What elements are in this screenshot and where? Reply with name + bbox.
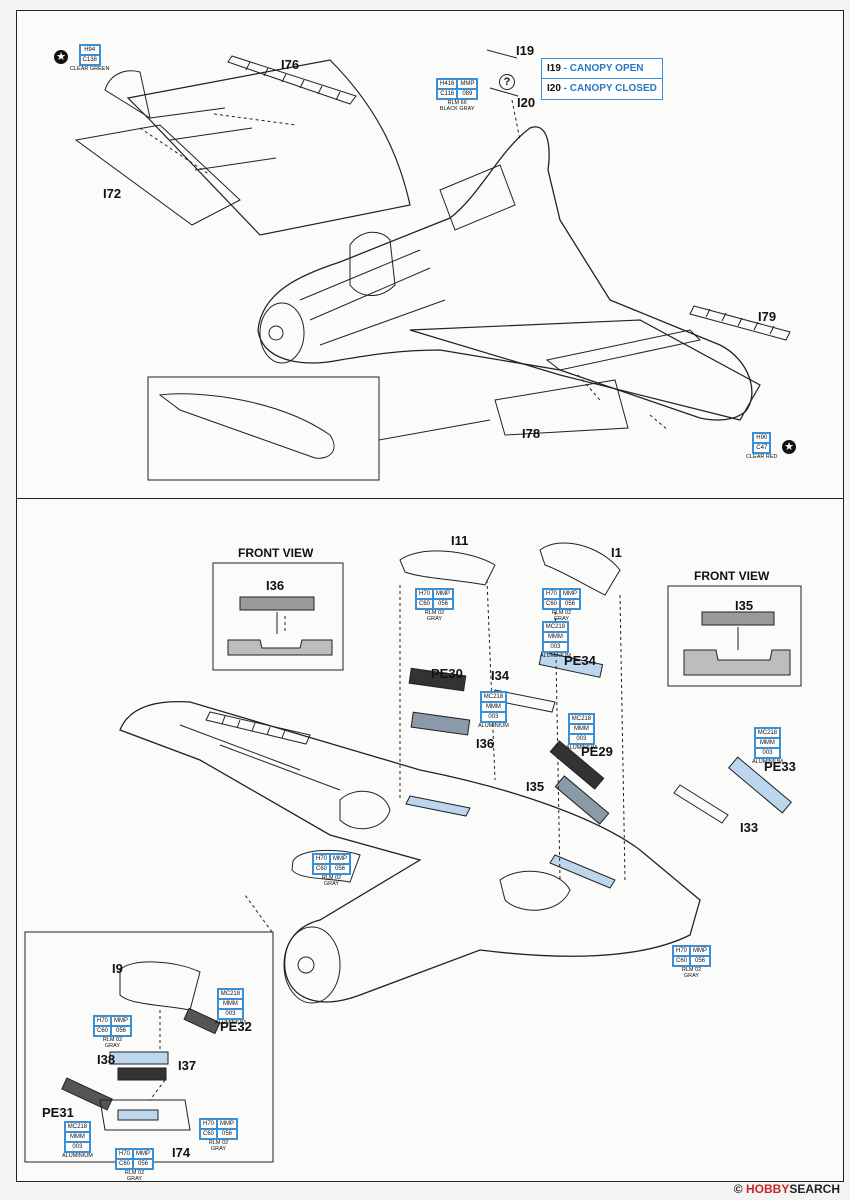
paint-callout-rlm66: H416 MMP C116 089 RLM 66 BLACK GRAY	[436, 78, 479, 113]
part-label-I79: I79	[758, 309, 777, 324]
part-label-PE33: PE33	[764, 759, 796, 774]
paint-callout-alu-pe32: MC218 MMM 003 ALUMINIUM	[215, 988, 246, 1026]
part-label-I35-front: I35	[735, 598, 754, 613]
part-label-I37: I37	[178, 1058, 197, 1073]
section-divider	[16, 498, 844, 499]
star-marking-icon: ★	[782, 440, 796, 454]
part-label-I19: I19	[516, 43, 535, 58]
part-label-I78: I78	[522, 426, 541, 441]
part-label-I38: I38	[97, 1052, 116, 1067]
paint-callout-clear-red: H90 C47 CLEAR RED	[746, 432, 777, 460]
part-label-I1: I1	[611, 545, 622, 560]
paint-code-c: C116	[437, 89, 458, 99]
part-label-I36: I36	[476, 736, 495, 751]
part-label-I33: I33	[740, 820, 759, 835]
paint-callout-alu-pe29: MC218 MMM 003 ALUMINIUM	[566, 713, 597, 751]
part-label-I20: I20	[517, 95, 536, 110]
part-label-PE32: PE32	[220, 1019, 252, 1034]
paint-code-c: C138	[79, 55, 100, 65]
paint-code-h: H94	[79, 45, 100, 55]
paint-name-1: RLM 66	[447, 100, 467, 106]
paint-code-num: 089	[457, 89, 478, 99]
part-label-I34: I34	[491, 668, 510, 683]
part-label-I36-front: I36	[266, 578, 285, 593]
paint-name: CLEAR GREEN	[70, 66, 110, 72]
copyright-symbol: ©	[733, 1182, 743, 1196]
part-label-PE34: PE34	[564, 653, 596, 668]
part-label-PE30: PE30	[431, 666, 463, 681]
paint-callout-alu-pe30: MC218 MMM 003 ALUMINIUM	[478, 691, 509, 729]
paint-name: CLEAR RED	[746, 454, 778, 460]
part-label-PE29: PE29	[581, 744, 613, 759]
paint-code-h: H416	[437, 79, 458, 89]
watermark-rest: SEARCH	[789, 1182, 840, 1196]
front-view-title-right: FRONT VIEW	[694, 569, 770, 583]
paint-code-h: H90	[753, 433, 771, 443]
front-view-title-left: FRONT VIEW	[238, 546, 314, 560]
part-label-I11: I11	[451, 533, 469, 548]
question-mark-icon: ?	[499, 74, 515, 90]
part-label-I72: I72	[103, 186, 122, 201]
paint-callout-alu-pe34: MC218 MMM 003 ALUMINIUM	[540, 621, 571, 659]
part-label-I9: I9	[112, 961, 123, 976]
paint-callout-alu-pe31: MC218 MMM 003 ALUMINIUM	[62, 1121, 93, 1159]
canopy-legend-row-open: I19 - CANOPY OPEN	[542, 59, 662, 79]
paint-callout-alu-pe33: MC218 MMM 003 ALUMINIUM	[752, 727, 783, 765]
canopy-legend-row-closed: I20 - CANOPY CLOSED	[547, 83, 657, 94]
canopy-legend: I19 - CANOPY OPEN I20 - CANOPY CLOSED	[541, 58, 663, 100]
paint-callout-clear-green: H94 C138 CLEAR GREEN	[70, 44, 109, 72]
watermark-brand: HOBBY	[745, 1182, 790, 1196]
paint-name-2: BLACK GRAY	[439, 106, 475, 113]
watermark: © HOBBYSEARCH	[734, 1182, 840, 1196]
part-label-PE31: PE31	[42, 1105, 74, 1120]
star-marking-icon: ★	[54, 50, 68, 64]
part-label-I74: I74	[172, 1145, 191, 1160]
paint-code-mmp: MMP	[457, 79, 478, 89]
paint-code-c: C47	[753, 443, 771, 453]
part-label-I35: I35	[526, 779, 545, 794]
part-label-I76: I76	[281, 57, 300, 72]
